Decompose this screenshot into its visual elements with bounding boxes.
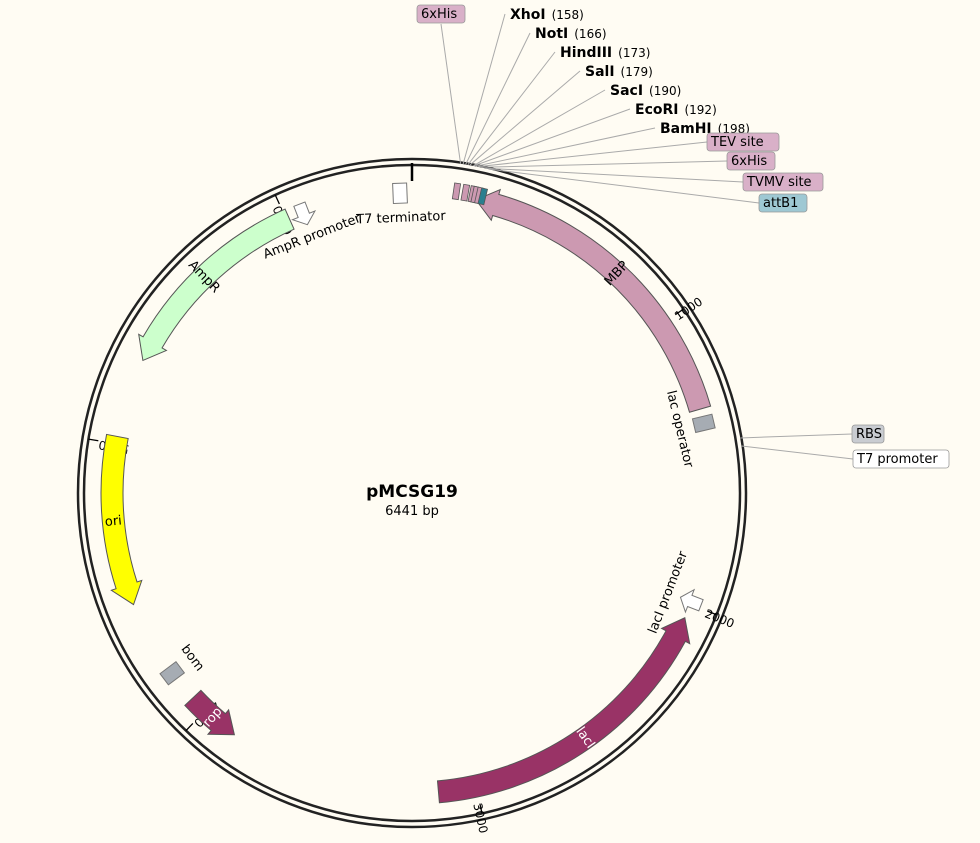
box-text-tev-site: TEV site xyxy=(710,135,764,150)
tick-2000 xyxy=(707,610,717,616)
enzyme-leader-bamhi xyxy=(475,127,656,167)
tick-label-3000: 3000 xyxy=(470,802,490,835)
enzyme-label-ecori: EcoRI(192) xyxy=(635,102,717,118)
bom-box xyxy=(159,660,186,686)
small-feature-lacI-promoter xyxy=(679,588,704,614)
small-feature-bom xyxy=(159,660,186,686)
enzyme-label-sali: SalI(179) xyxy=(585,64,653,80)
box-text-6xhis-top: 6xHis xyxy=(421,7,457,22)
box-bg-t7-promoter xyxy=(852,449,950,469)
feature-ori xyxy=(100,433,143,606)
tick-1000 xyxy=(674,308,684,316)
enzyme-sali: SalI(179) xyxy=(469,64,653,166)
backbone-outer xyxy=(76,157,748,829)
site-mark-0 xyxy=(451,182,462,201)
tick-4000 xyxy=(185,722,194,732)
box-leader-t7-promoter xyxy=(741,445,854,460)
box-label-rbs: RBS xyxy=(740,424,885,444)
plasmid-name: pMCSG19 xyxy=(366,482,458,502)
small-feature-label-T7-terminator: T7 terminator xyxy=(355,209,447,228)
enzyme-leader-xhoi xyxy=(462,13,506,165)
lac-operator-box xyxy=(691,413,716,434)
feature-mbp xyxy=(475,188,712,413)
tick-6000 xyxy=(274,194,280,205)
enzyme-leader-noti xyxy=(465,32,531,165)
enzyme-hindiii: HindIII(173) xyxy=(467,45,650,166)
feature-laci xyxy=(436,617,691,804)
box-label-tvmv-site: TVMV site xyxy=(485,167,824,192)
box-label-attb1: attB1 xyxy=(489,168,808,213)
box-text-t7-promoter: T7 promoter xyxy=(856,452,938,467)
box-label-6xhis-right: 6xHis xyxy=(481,151,776,171)
enzyme-leader-ecori xyxy=(473,108,631,167)
enzyme-ecori: EcoRI(192) xyxy=(473,102,717,167)
small-feature-AmpR-promoter xyxy=(291,201,317,226)
box-label-tev-site: TEV site xyxy=(478,132,780,168)
box-leader-tev-site xyxy=(478,141,708,168)
enzyme-label-xhoi: XhoI(158) xyxy=(510,7,584,23)
enzyme-label-noti: NotI(166) xyxy=(535,26,607,42)
enzyme-noti: NotI(166) xyxy=(465,26,607,165)
plasmid-length: 6441 bp xyxy=(385,504,439,519)
enzyme-bamhi: BamHI(198) xyxy=(475,121,750,167)
site-mark-1 xyxy=(460,183,471,202)
box-leader-tvmv-site xyxy=(485,167,744,183)
small-feature-lac-operator xyxy=(691,413,716,434)
feature-rop xyxy=(184,689,236,736)
enzyme-label-hindiii: HindIII(173) xyxy=(560,45,650,61)
enzyme-leader-hindiii xyxy=(467,51,556,166)
box-leader-attb1 xyxy=(489,168,760,204)
feature-ampr xyxy=(138,208,295,362)
small-feature-T7-terminator xyxy=(392,182,408,205)
box-bg-attb1 xyxy=(758,193,808,213)
lacI-promoter-arrow xyxy=(679,588,704,614)
box-text-rbs: RBS xyxy=(856,427,882,442)
enzyme-xhoi: XhoI(158) xyxy=(462,7,584,165)
box-text-attb1: attB1 xyxy=(763,196,798,211)
box-text-tvmv-site: TVMV site xyxy=(746,175,812,190)
AmpR-promoter-arrow xyxy=(291,201,317,226)
box-leader-6xhis-top xyxy=(440,23,462,164)
box-label-6xhis-top: 6xHis xyxy=(416,4,466,164)
tick-label-2000: 2000 xyxy=(703,607,737,631)
box-bg-6xhis-top xyxy=(416,4,466,24)
box-text-6xhis-right: 6xHis xyxy=(731,154,767,169)
enzyme-leader-saci xyxy=(473,89,606,167)
box-leader-6xhis-right xyxy=(481,160,728,168)
tick-5000 xyxy=(88,438,99,442)
tick-3000 xyxy=(479,803,483,814)
box-bg-tvmv-site xyxy=(742,172,824,192)
box-bg-6xhis-right xyxy=(726,151,776,171)
enzyme-label-bamhi: BamHI(198) xyxy=(660,121,750,137)
enzymes-layer: XhoI(158) NotI(166) HindIII(173) SalI(179) S… xyxy=(462,7,750,167)
site-mark-5 xyxy=(477,187,489,206)
box-bg-rbs xyxy=(851,424,885,444)
enzyme-label-saci: SacI(190) xyxy=(610,83,681,99)
box-bg-tev-site xyxy=(706,132,780,152)
T7-terminator-box xyxy=(392,182,408,205)
box-label-t7-promoter: T7 promoter xyxy=(741,445,950,469)
enzyme-saci: SacI(190) xyxy=(473,83,681,167)
feature-label-ori: ori xyxy=(104,513,122,530)
enzyme-leader-sali xyxy=(469,70,581,166)
box-leader-rbs xyxy=(740,433,853,439)
